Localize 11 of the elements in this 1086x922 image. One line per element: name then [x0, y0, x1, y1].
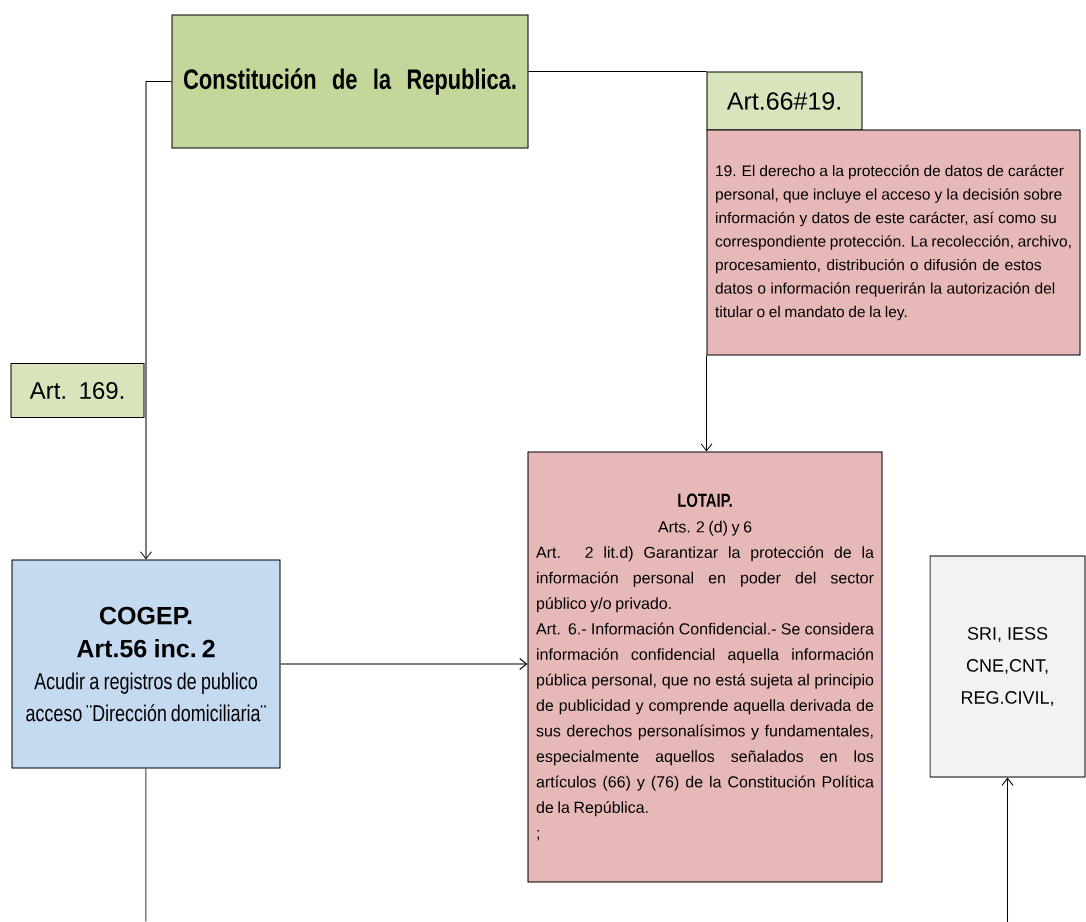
arrow: [1001, 777, 1014, 922]
arrow: [280, 658, 528, 670]
institution-box: SRI, IESS CNE,CNT, REG.CIVIL,: [929, 555, 1086, 778]
text-box: LOTAIP. Arts. 2 (d) y 6 Art. 2 lit.d) Garantizar la protección de la información personal en poder del sector público y/o privado. Art. 6.- Información Confidencial.- Se considera información confidencial aquella información pública personal, que no está sujeta al principio de publicidad y comprende aquella derivada de sus derechos personalísimos y fundamentales, especialmente aquellos señalados en los artículos (66) y (76) de la Constitución Política de la República. ;: [527, 451, 883, 883]
arrow: [140, 81, 172, 560]
article-box: Art.66#19.: [706, 71, 863, 131]
edge-label: Art. 169.: [10, 363, 145, 418]
arrow: [700, 355, 713, 452]
process-box: COGEP. Art.56 inc. 2 Acudir a registros de publico acceso ¨Dirección domiciliaria¨: [11, 559, 281, 769]
title-box: Constitución de la Republica.: [171, 14, 529, 149]
text-box: 19. El derecho a la protección de datos de carácter personal, que incluye el acceso y la decisión sobre información y datos de este carácter, así como su correspondiente protección. La recolección, archivo, procesamiento, distribución o difusión de estos datos o información requerirán la autorización del titular o el mandato de la ley.: [706, 129, 1081, 356]
